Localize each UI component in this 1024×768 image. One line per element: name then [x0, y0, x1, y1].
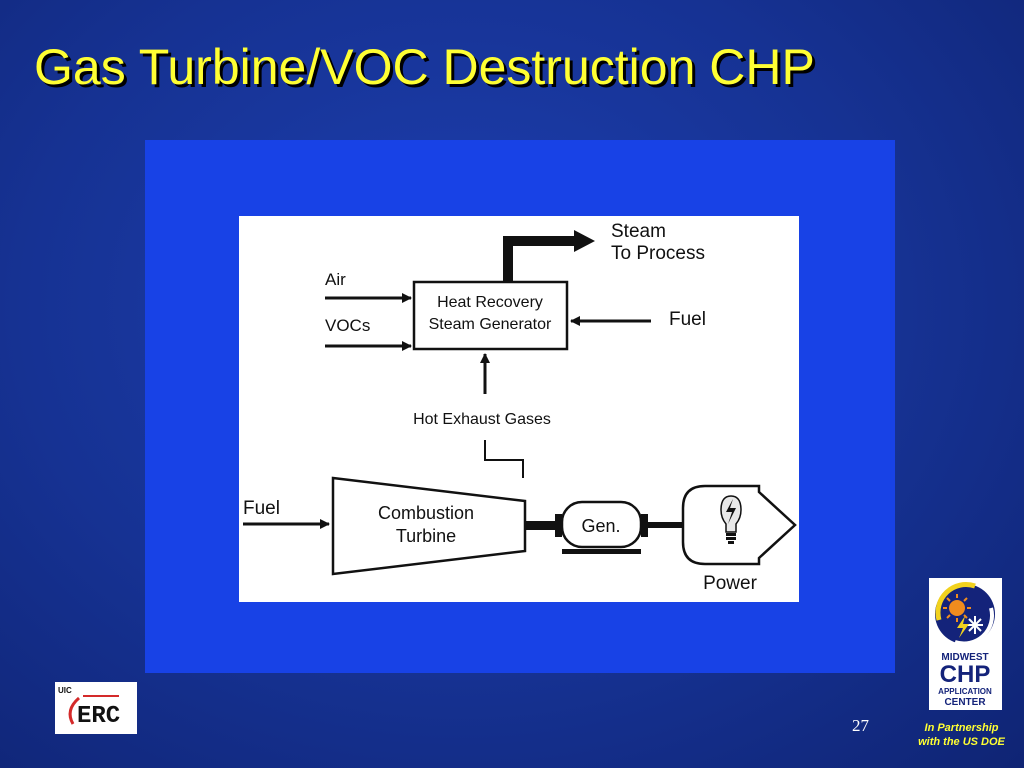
midwest-logo-line4: CENTER	[944, 697, 986, 708]
midwest-logo-line3: APPLICATION	[938, 687, 992, 696]
uic-logo-main-text: ERC	[77, 703, 120, 730]
turbine-fuel-label: Fuel	[243, 498, 280, 519]
exhaust-label: Hot Exhaust Gases	[413, 411, 551, 428]
partnership-line1: In Partnership	[924, 722, 999, 734]
slide-page-number: 27	[852, 716, 869, 735]
hrsg-label-line2: Steam Generator	[429, 316, 552, 333]
air-label: Air	[325, 270, 346, 289]
steam-label-line1: Steam	[611, 221, 666, 242]
uic-logo-small-text: UIC	[58, 686, 72, 695]
hrsg-label-line1: Heat Recovery	[437, 294, 543, 311]
light-bulb-icon	[720, 495, 742, 544]
partnership-note: In Partnership with the US DOE	[904, 721, 1019, 749]
vocs-label: VOCs	[325, 316, 370, 335]
slide-title: Gas Turbine/VOC Destruction CHP	[34, 39, 815, 95]
generator-label: Gen.	[581, 516, 620, 536]
turbine-label-line1: Combustion	[378, 503, 474, 523]
turbine-label-line2: Turbine	[396, 526, 456, 546]
hrsg-fuel-label: Fuel	[669, 309, 706, 330]
generator-output-link	[648, 522, 683, 528]
midwest-logo-line2: CHP	[940, 661, 991, 688]
midwest-chp-logo: MIDWEST CHP APPLICATION CENTER	[929, 578, 1002, 710]
exhaust-duct	[484, 440, 524, 478]
partnership-line2: with the US DOE	[918, 736, 1005, 748]
steam-output-arrow	[503, 230, 595, 282]
combustion-turbine-shape	[331, 476, 527, 576]
power-output-arrow	[681, 484, 797, 566]
turbine-shaft	[525, 521, 555, 530]
uic-erc-logo: UIC ERC	[55, 682, 137, 734]
generator: Gen.	[555, 500, 648, 554]
heat-recovery-steam-generator-box	[412, 280, 569, 351]
midwest-logo-line1: MIDWEST	[941, 652, 988, 663]
power-label: Power	[703, 573, 758, 594]
steam-label-line2: To Process	[611, 243, 705, 264]
chp-process-diagram: Steam To Process Air VOCs Heat Recovery …	[239, 216, 799, 602]
